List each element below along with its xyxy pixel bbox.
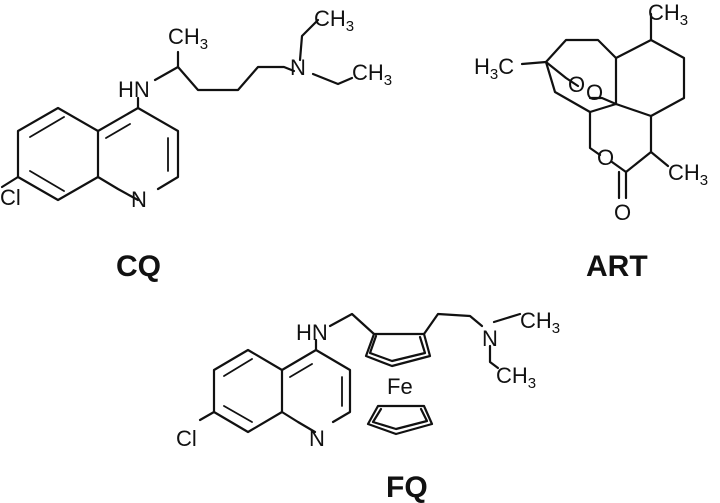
art-bonds [520,12,686,200]
cq-ch3-ethyl-a: CH3 [314,6,354,35]
cq-nh-label: HN [118,77,150,102]
art-o-peroxide-b: O [586,80,603,105]
art-o-peroxide-a: O [568,72,585,97]
fq-n-amine-label: N [482,326,498,351]
cq-n-ring-label: N [131,187,147,212]
fq-n-ring-label: N [309,426,325,451]
art-ch3-top: CH3 [648,0,688,29]
cq-bonds [0,18,354,202]
fq-ch3-b: CH3 [496,363,536,392]
cq-ch3-top: CH3 [168,24,208,53]
fq-fe-label: Fe [387,374,413,399]
cq-n-amine-label: N [290,55,306,80]
art-h3c-label: H3C [474,54,514,83]
fq-bonds [198,312,522,436]
fq-cl-label: Cl [176,426,197,451]
fq-caption: FQ [386,471,428,503]
art-o-ring: O [597,145,614,170]
cq-caption: CQ [116,250,161,283]
art-ch3-right: CH3 [668,160,708,189]
art-caption: ART [586,250,648,283]
cq-ch3-ethyl-b: CH3 [352,60,392,89]
molecule-art: H3C CH3 O O O O CH3 ART [474,0,708,283]
cq-cl-label: Cl [0,185,21,210]
art-o-carbonyl: O [614,200,631,225]
molecule-fq: HN N CH3 CH3 Fe N Cl FQ [176,308,560,503]
molecule-cq: CH3 HN N CH3 CH3 N Cl CQ [0,6,392,283]
fq-ch3-a: CH3 [520,308,560,337]
fq-nh-label: HN [296,320,328,345]
